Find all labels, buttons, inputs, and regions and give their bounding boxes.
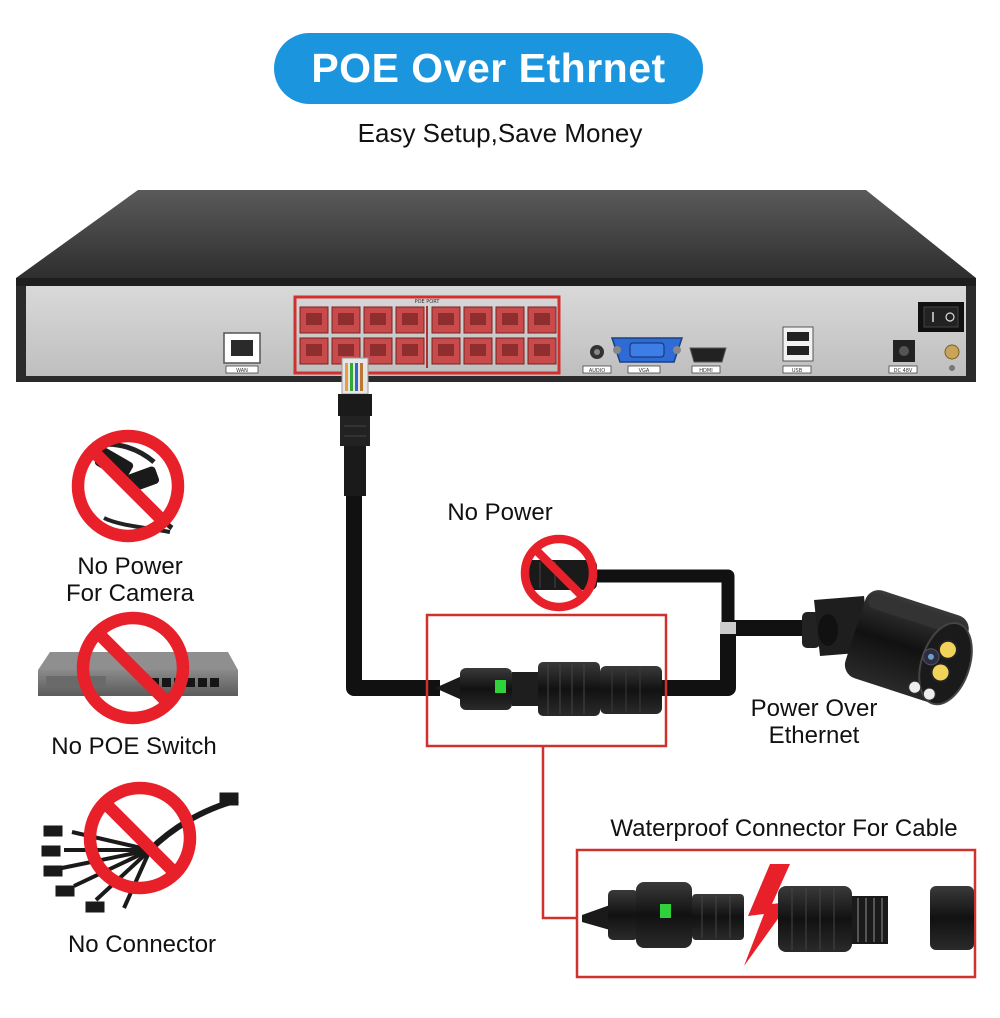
dc-power-input: DC 48V bbox=[888, 340, 918, 374]
waterproof-connector-detail bbox=[575, 848, 977, 979]
wan-label: WAN bbox=[236, 368, 248, 374]
hdmi-port: HDMI bbox=[689, 347, 727, 374]
usb-ports: USB bbox=[782, 326, 814, 374]
no-power-icon bbox=[525, 539, 597, 607]
poe-port-slot bbox=[370, 313, 386, 325]
page-subtitle: Easy Setup,Save Money bbox=[357, 118, 643, 148]
led-indicator bbox=[495, 680, 506, 693]
connector-box bbox=[425, 613, 668, 748]
nvr-recorder bbox=[16, 190, 976, 382]
poe-port-slot bbox=[470, 344, 486, 356]
title-banner: POE Over Ethrnet bbox=[274, 33, 703, 104]
audio-jack: AUDIO bbox=[582, 345, 612, 374]
hdmi-label: HDMI bbox=[699, 368, 712, 374]
poe-port-slot bbox=[470, 313, 486, 325]
poe-port-label: POE PORT bbox=[415, 299, 441, 305]
poe-port bbox=[299, 337, 329, 365]
no-power-camera-label: No Power For Camera bbox=[40, 553, 220, 607]
ip-camera bbox=[802, 590, 973, 706]
poe-port-slot bbox=[502, 313, 518, 325]
audio-label: AUDIO bbox=[589, 368, 605, 374]
poe-port-slot bbox=[338, 313, 354, 325]
vga-label: VGA bbox=[639, 368, 650, 374]
poe-port-slot bbox=[402, 313, 418, 325]
poe-ports bbox=[299, 306, 557, 365]
poe-line1: Power Over bbox=[750, 695, 878, 722]
ethernet-cable bbox=[346, 490, 808, 696]
lightning-icon bbox=[744, 864, 790, 966]
page-title: POE Over Ethrnet bbox=[311, 45, 666, 91]
poe-label: Power Over Ethernet bbox=[724, 695, 904, 749]
power-switch bbox=[918, 302, 964, 332]
poe-port-slot bbox=[438, 344, 454, 356]
no-power-camera-line2: For Camera bbox=[65, 580, 195, 607]
poe-port-slot bbox=[534, 313, 550, 325]
rj45-plug bbox=[338, 357, 372, 496]
poe-port-slot bbox=[370, 344, 386, 356]
poe-port bbox=[395, 306, 425, 334]
poe-port bbox=[495, 306, 525, 334]
no-splitter-icon bbox=[41, 788, 239, 913]
no-power-camera-line1: No Power bbox=[77, 553, 183, 580]
no-poe-switch-icon bbox=[38, 618, 238, 718]
wan-port: WAN bbox=[223, 332, 261, 374]
poe-line2: Ethernet bbox=[768, 722, 860, 749]
no-power-label: No Power bbox=[447, 499, 553, 526]
no-poe-switch-label: No POE Switch bbox=[51, 733, 217, 760]
dc-label: DC 48V bbox=[894, 368, 913, 374]
waterproof-label: Waterproof Connector For Cable bbox=[610, 815, 958, 842]
poe-port-slot bbox=[438, 313, 454, 325]
poe-port-slot bbox=[306, 313, 322, 325]
poe-port-slot bbox=[306, 344, 322, 356]
ground-screw bbox=[944, 344, 960, 371]
vga-port: VGA bbox=[610, 337, 684, 374]
no-power-adapter-icon bbox=[78, 436, 178, 536]
callout-line bbox=[541, 746, 577, 920]
poe-port-slot bbox=[402, 344, 418, 356]
no-connector-label: No Connector bbox=[67, 931, 217, 958]
poe-port-block: POE PORT bbox=[293, 295, 561, 375]
poe-port-slot bbox=[534, 344, 550, 356]
poe-port-slot bbox=[338, 344, 354, 356]
poe-port-slot bbox=[502, 344, 518, 356]
usb-label: USB bbox=[792, 368, 803, 374]
